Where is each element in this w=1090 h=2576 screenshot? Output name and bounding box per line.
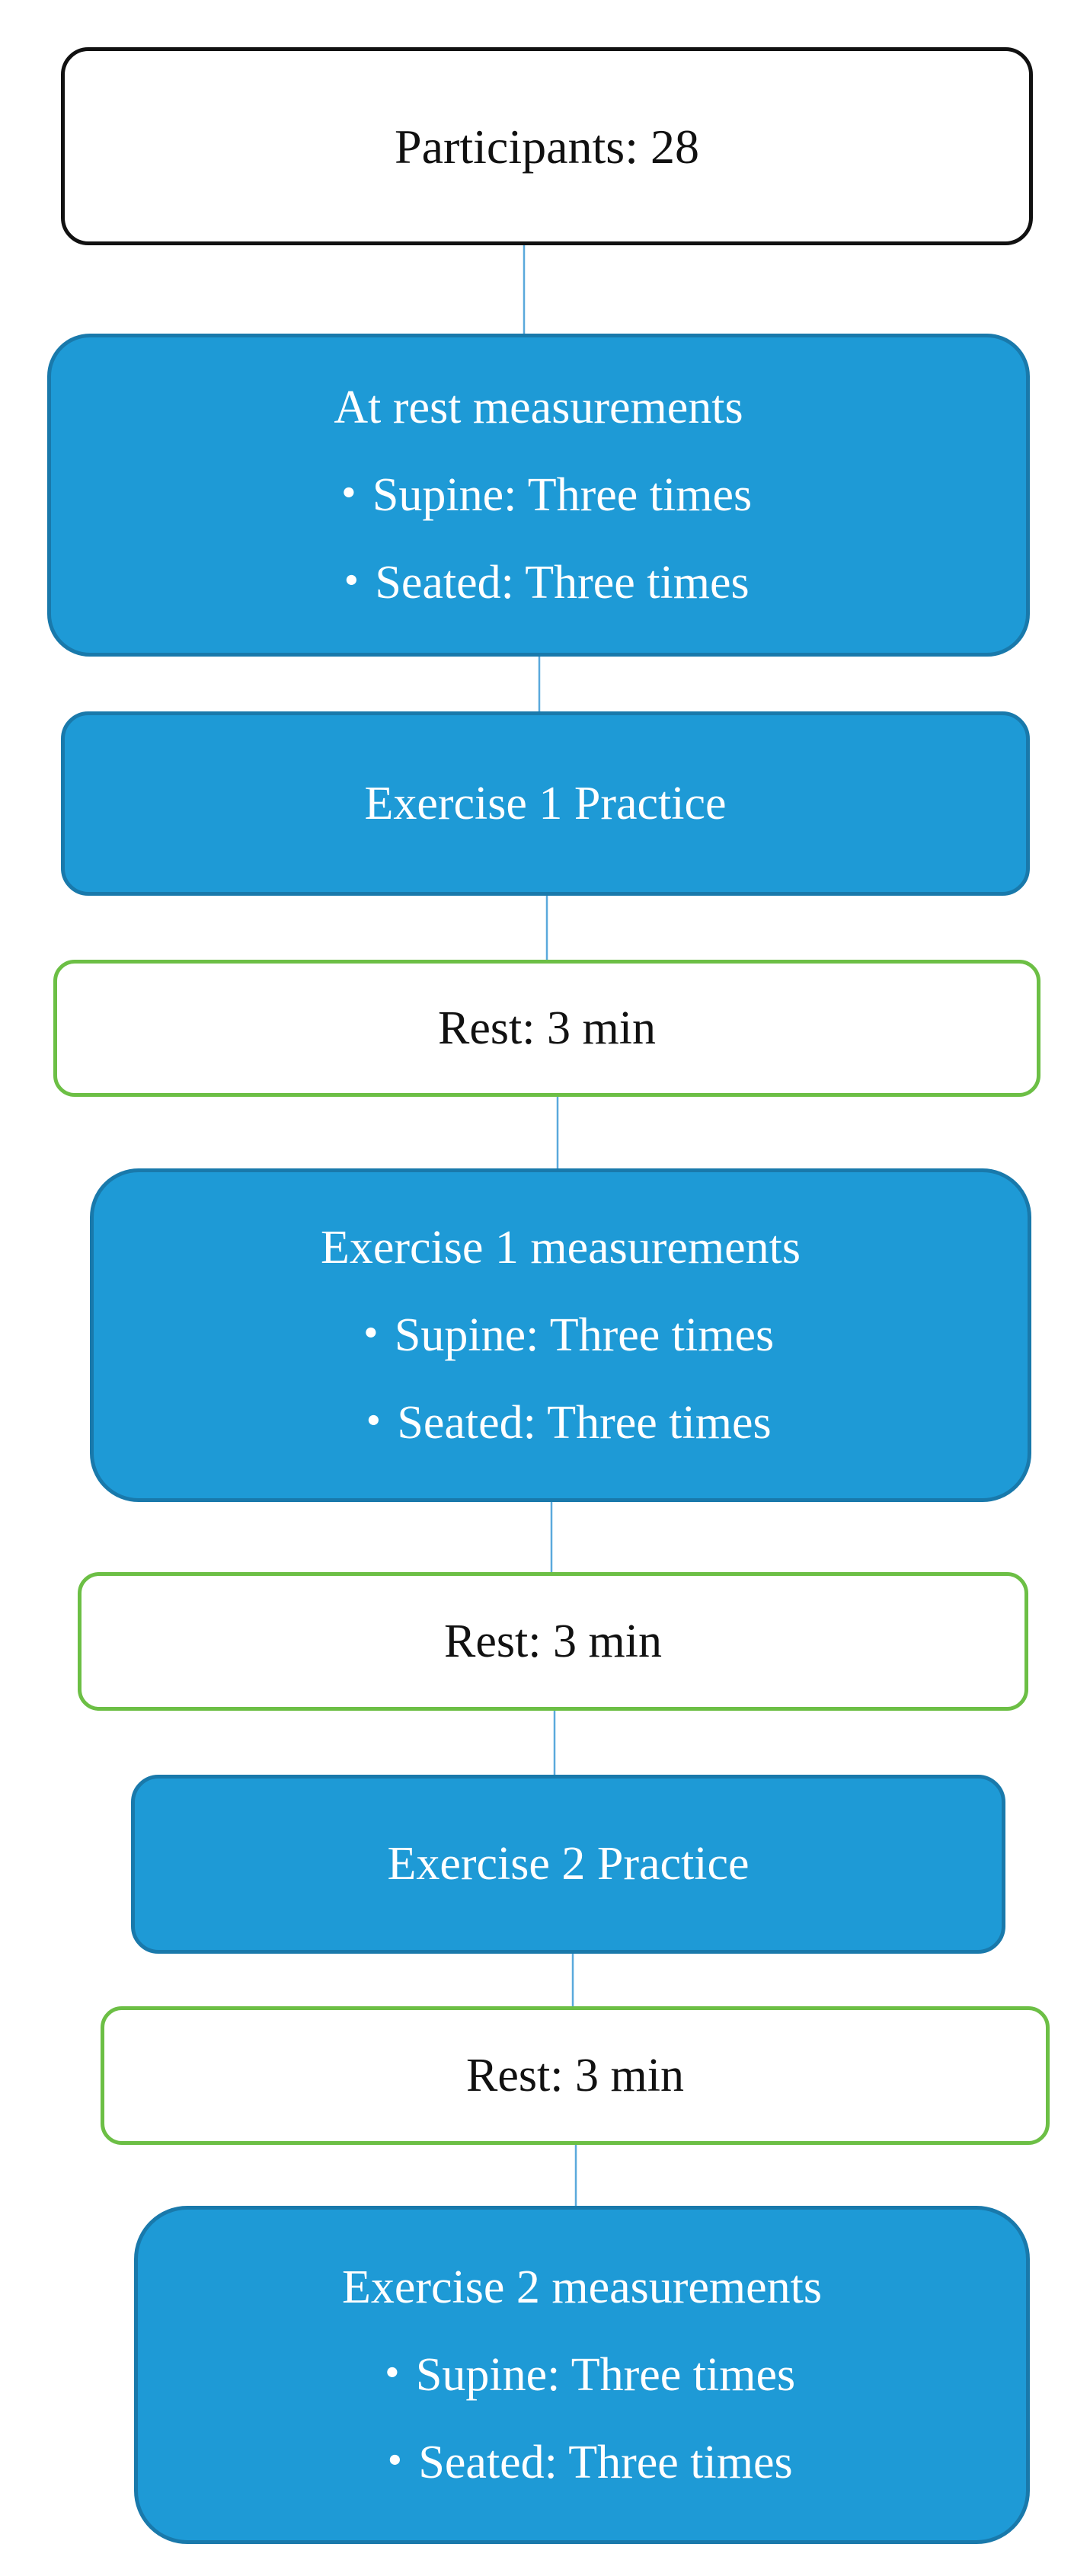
- step-item-supine: ・Supine: Three times: [368, 2348, 796, 2401]
- participants-label: Participants: 28: [395, 119, 699, 174]
- step-item-seated: ・Seated: Three times: [350, 1396, 772, 1449]
- rest-box-3: Rest: 3 min: [101, 2006, 1050, 2145]
- exercise-1-measurements-box: Exercise 1 measurements ・Supine: Three t…: [90, 1168, 1031, 1502]
- exercise-2-practice-box: Exercise 2 Practice: [131, 1775, 1005, 1954]
- rest-box-2: Rest: 3 min: [78, 1572, 1028, 1711]
- step-item-supine: ・Supine: Three times: [347, 1309, 775, 1361]
- rest-label: Rest: 3 min: [466, 2049, 684, 2101]
- step-item-seated: ・Seated: Three times: [328, 556, 750, 609]
- step-title: Exercise 1 measurements: [320, 1221, 801, 1274]
- rest-label: Rest: 3 min: [438, 1002, 656, 1054]
- step-title: Exercise 1 Practice: [364, 777, 727, 829]
- step-title: Exercise 2 measurements: [341, 2261, 823, 2313]
- step-item-supine: ・Supine: Three times: [324, 468, 753, 521]
- rest-box-1: Rest: 3 min: [53, 960, 1040, 1097]
- step-title: Exercise 2 Practice: [387, 1838, 750, 1890]
- rest-label: Rest: 3 min: [444, 1615, 662, 1667]
- at-rest-measurements-box: At rest measurements ・Supine: Three time…: [47, 334, 1030, 657]
- step-title: At rest measurements: [334, 381, 743, 433]
- exercise-2-measurements-box: Exercise 2 measurements ・Supine: Three t…: [134, 2206, 1030, 2544]
- participants-box: Participants: 28: [61, 47, 1033, 245]
- step-item-seated: ・Seated: Three times: [371, 2436, 793, 2488]
- exercise-1-practice-box: Exercise 1 Practice: [61, 711, 1030, 896]
